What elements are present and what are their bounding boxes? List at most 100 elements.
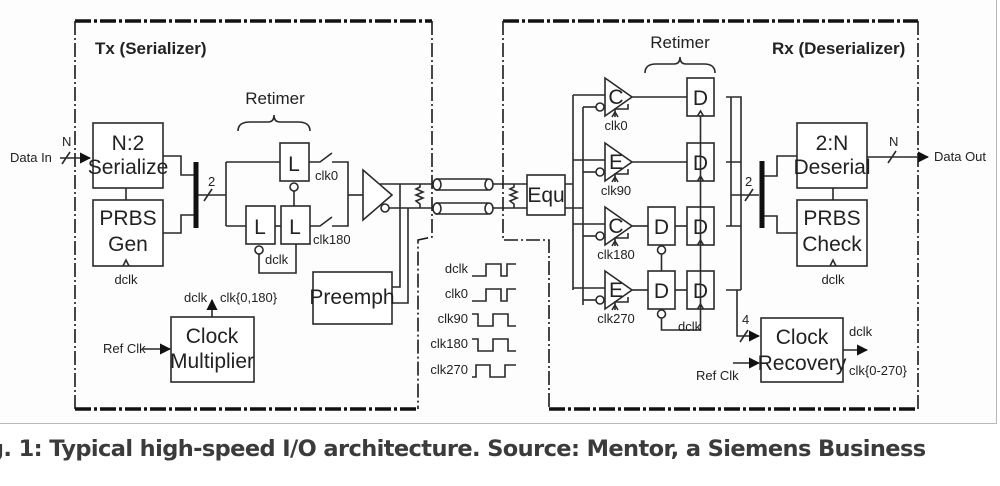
prbs-gen-label-1: PRBS [99,207,156,230]
timing-waveform-clk90 [472,313,516,327]
equalizer-label: Equ [527,184,564,207]
tx-bus-width: 2 [208,174,215,189]
deserializer-label-2: Deserial [793,156,870,179]
comparator-letter: C [608,86,623,109]
d-flop-inv-clock [656,245,667,255]
timing-waveform-clk0 [472,288,516,302]
timing-label-clk270: clk270 [430,362,468,377]
timing-label-dclk: dclk [445,261,469,276]
tx-retimer-brace [237,114,311,132]
tx-retimer-label: Retimer [245,89,305,108]
comparator-clock-label: clk0 [604,118,627,133]
tx-clk0-switch [309,152,349,195]
timing-label-clk0: clk0 [445,286,468,301]
prbs-gen-clock-marker [122,258,130,267]
d-flop-label: D [654,216,669,239]
data-out-bus-slash [887,150,897,164]
transmission-line-p [432,178,494,191]
d-flop-label: D [654,280,669,303]
comparator-inv-input [595,102,605,112]
comparator-letter: C [608,215,623,238]
serializer-block [92,122,164,189]
clock-recovery-clk: clk{0-270} [849,363,907,378]
comparator-triangle [604,76,634,118]
demux-to-deserial-wire [764,155,797,177]
comparator-clock-label: clk90 [601,183,631,198]
timing-label-clk180: clk180 [430,336,468,351]
rx-fanout-p [565,95,574,290]
clock-timing-diagram: dclk clk0 clk90 clk180 clk270 [430,261,516,378]
rx-flop-row-1: D [632,77,715,117]
timing-waveform-clk270 [472,364,516,378]
rx-ref-clk-label: Ref Clk [696,368,739,383]
prbs-gen-clock: dclk [114,272,138,287]
d-flop [647,206,676,246]
clock-recovery-label-2: Recovery [758,352,847,375]
rx-flop-row-2: D [632,142,715,182]
tx-clk180-switch [310,195,349,227]
tx-driver-inv-output [380,203,390,213]
deserializer-label-1: 2:N [816,132,849,155]
clock-recovery-data-in [736,290,761,342]
timing-waveform-dclk [472,263,516,277]
comparator-letter: E [609,279,623,302]
prbs-check-label-2: Check [802,233,862,256]
serializer-label-2: Serialize [88,156,169,179]
tx-ref-clk-label: Ref Clk [103,341,146,356]
data-in-bus-slash [61,151,71,165]
rx-region: Rx (Deserializer) Retimer Cclk0Eclk90Ccl… [502,19,986,411]
clock-multiplier-label-2: Multiplier [170,350,254,373]
rx-flop-out-wires [726,96,742,291]
clock-recovery-input-width: 4 [742,312,749,327]
tx-latch-2-label: L [254,216,266,239]
comparator-triangle [604,269,634,311]
tx-latch-1-inv-clock [289,182,299,192]
prbs-to-mux-wire [163,214,195,234]
tx-termination-resistor [413,184,426,208]
deserializer-block [796,122,868,189]
d-flop-label: D [693,87,708,110]
tx-latch-3-label: L [289,216,301,239]
tx-latch-2 [245,205,276,245]
comparator-letter: E [609,151,623,174]
io-architecture-diagram: Tx (Serializer) Data In N N:2 Serialize … [10,19,986,411]
prbs-check-clock: dclk [821,272,845,287]
comparator-triangle [604,205,634,247]
tx-latch-2-inv-clock [254,245,264,255]
data-in-width: N [62,134,71,149]
timing-waveform-clk180 [472,338,516,352]
comparator-clock-label: clk270 [597,311,635,326]
tx-title: Tx (Serializer) [95,39,207,58]
tx-border-right [417,21,433,409]
clock-recovery-block [760,317,844,383]
data-out-label: Data Out [934,149,986,164]
comparator-inv-input [595,231,605,241]
rx-input-wires [493,183,527,209]
comparator-inv-input [595,167,605,177]
comparator-inv-input [595,295,605,305]
tx-bus-slash [203,188,213,202]
rx-retimer-label: Retimer [650,33,710,52]
data-out-width: N [889,134,898,149]
clock-multiplier-dclk: dclk [184,290,208,305]
prbs-gen-block [92,199,164,267]
tx-latch-clock-wire [258,244,297,274]
tx-region: Tx (Serializer) Data In N N:2 Serialize … [10,19,433,411]
prbs-check-block [796,199,868,267]
tx-driver-buffer [362,168,394,222]
clock-recovery-bus-slash [739,329,749,343]
rx-title: Rx (Deserializer) [772,39,905,58]
tx-clk180-label: clk180 [313,232,351,247]
channel-region: Equ dclk clk0 clk90 clk180 clk270 [430,174,566,378]
rx-bus-slash [744,188,754,202]
rx-termination-resistor [507,184,520,208]
serializer-label-1: N:2 [112,132,145,155]
demux-to-prbs-wire [764,215,797,234]
timing-label-clk90: clk90 [438,311,468,326]
rx-border-left [502,21,550,409]
data-in-label: Data In [10,150,52,165]
